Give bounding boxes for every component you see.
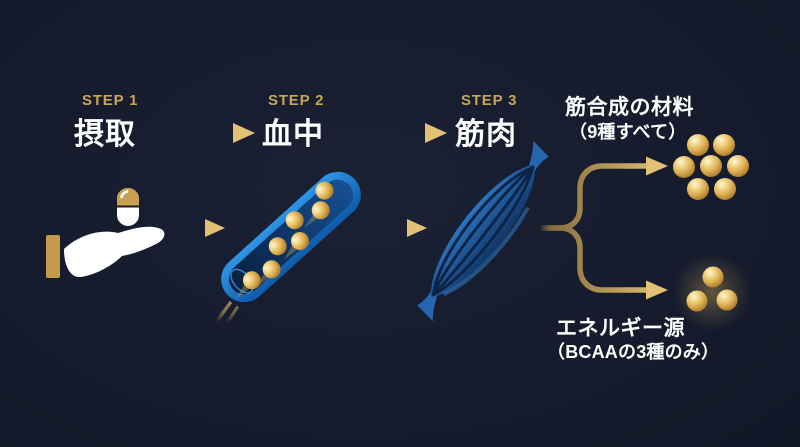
outcome1-subtitle: （9種すべて） [569, 122, 687, 142]
exit-trail [215, 300, 233, 323]
amino-spheres-in-vessel [236, 181, 334, 299]
exit-trail [225, 305, 240, 324]
fork-branches [533, 163, 649, 293]
branch-up [533, 163, 649, 231]
branch-up-arrowhead [646, 156, 668, 176]
arrow-step2-step3 [345, 123, 447, 143]
tendon-tip [417, 290, 437, 322]
muscle-highlight [442, 206, 530, 297]
hand-shape [64, 226, 165, 278]
blood-vessel-icon [215, 171, 361, 324]
outcome2-subtitle: （BCAAの3種のみ） [547, 342, 720, 362]
outcome2-title: エネルギー源 [556, 317, 685, 340]
step1-title: 摂取 [74, 118, 136, 151]
hand-offering-capsule-icon [46, 188, 165, 278]
branch-down [533, 225, 649, 293]
gold-sphere-cluster-icon [673, 134, 749, 200]
step1-label: STEP 1 [82, 92, 139, 109]
arrow-vessel-muscle [376, 219, 427, 237]
branch-down-arrowhead [646, 280, 668, 300]
glow-halo [660, 240, 764, 344]
capsule-icon [116, 188, 140, 226]
muscle-striations [431, 165, 535, 297]
muscle-icon [417, 140, 549, 322]
glowing-sphere-trio-icon [660, 240, 764, 344]
step3-label: STEP 3 [461, 92, 518, 109]
step2-title: 血中 [262, 118, 324, 151]
cuff-shape [46, 235, 60, 278]
step2-label: STEP 2 [268, 92, 325, 109]
arrow-step1-step2 [155, 123, 255, 143]
arrow-hand-vessel [172, 219, 225, 237]
tendon-tip [529, 140, 549, 172]
muscle-belly [431, 164, 535, 298]
outcome1-title: 筋合成の材料 [565, 96, 694, 119]
step3-title: 筋肉 [455, 118, 517, 151]
